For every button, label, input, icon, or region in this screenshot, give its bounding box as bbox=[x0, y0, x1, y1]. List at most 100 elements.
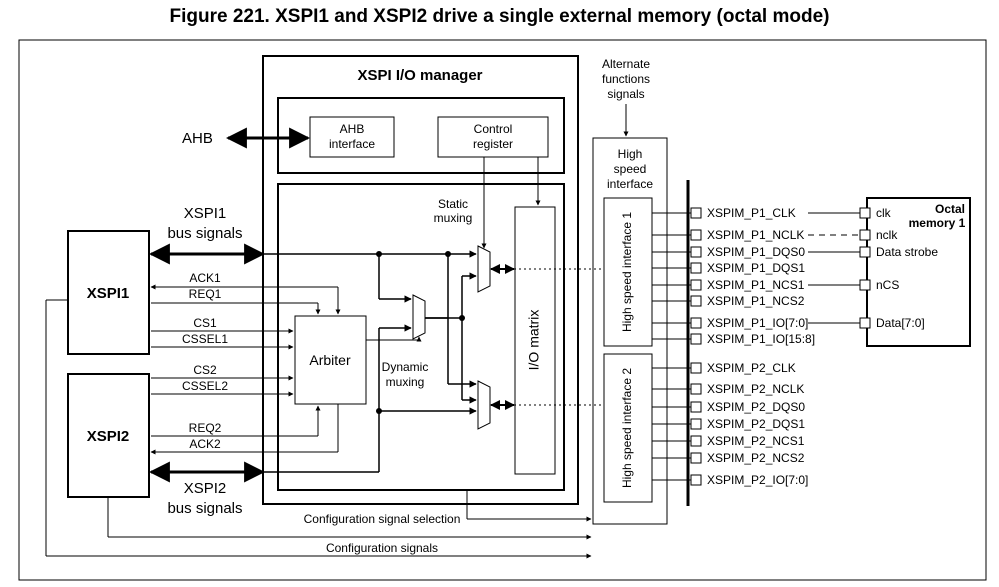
svg-text:interface: interface bbox=[329, 137, 375, 151]
svg-text:memory 1: memory 1 bbox=[909, 216, 966, 230]
ahb-label: AHB bbox=[182, 130, 213, 147]
svg-text:CSSEL1: CSSEL1 bbox=[182, 332, 228, 346]
svg-text:CSSEL2: CSSEL2 bbox=[182, 379, 228, 393]
memory-pin-pad bbox=[859, 246, 871, 258]
pin-pad bbox=[690, 383, 702, 395]
high-speed-interface-1: High speed interface 1 bbox=[603, 197, 653, 347]
io-matrix: I/O matrix bbox=[514, 206, 556, 475]
svg-text:Control: Control bbox=[474, 122, 513, 136]
static-mux-1 bbox=[477, 245, 491, 293]
outer-frame bbox=[18, 39, 987, 581]
static-muxing-label: Static bbox=[438, 197, 468, 211]
pin-label: XSPIM_P2_CLK bbox=[707, 361, 796, 375]
svg-text:I/O matrix: I/O matrix bbox=[526, 310, 542, 371]
dynamic-muxing-label: Dynamic bbox=[382, 360, 429, 374]
static-mux-2 bbox=[477, 380, 491, 430]
pin-label: XSPIM_P2_NCS2 bbox=[707, 451, 805, 465]
pin-label: XSPIM_P1_NCS1 bbox=[707, 278, 805, 292]
pin-label: XSPIM_P1_IO[7:0] bbox=[707, 316, 808, 330]
pin-label: XSPIM_P1_NCS2 bbox=[707, 294, 805, 308]
svg-text:ACK1: ACK1 bbox=[189, 271, 221, 285]
svg-text:CS2: CS2 bbox=[193, 363, 217, 377]
control-register: Control register bbox=[437, 116, 549, 158]
memory-pin-pad bbox=[859, 317, 871, 329]
svg-text:XSPI1: XSPI1 bbox=[87, 285, 130, 302]
svg-text:interface: interface bbox=[607, 177, 653, 191]
high-speed-interface-2: High speed interface 2 bbox=[603, 353, 653, 503]
svg-text:REQ2: REQ2 bbox=[189, 421, 222, 435]
svg-text:Alternate: Alternate bbox=[602, 57, 650, 71]
svg-text:ACK2: ACK2 bbox=[189, 437, 221, 451]
pin-label: XSPIM_P2_DQS0 bbox=[707, 400, 805, 414]
memory-pin-label: nclk bbox=[876, 228, 898, 242]
memory-pin-label: clk bbox=[876, 206, 892, 220]
pin-pad bbox=[690, 474, 702, 486]
pin-label: XSPIM_P1_CLK bbox=[707, 206, 796, 220]
octal-memory: Octal memory 1 bbox=[866, 197, 971, 347]
svg-text:register: register bbox=[473, 137, 513, 151]
dynamic-mux bbox=[412, 294, 426, 340]
svg-text:speed: speed bbox=[614, 162, 647, 176]
memory-pin-pad bbox=[859, 229, 871, 241]
pin-pad bbox=[690, 317, 702, 329]
svg-text:REQ1: REQ1 bbox=[189, 287, 222, 301]
svg-text:AHB: AHB bbox=[340, 122, 365, 136]
xspi2-bus-label: XSPI2 bbox=[184, 480, 227, 497]
svg-text:CS1: CS1 bbox=[193, 316, 217, 330]
pin-label: XSPIM_P2_NCS1 bbox=[707, 434, 805, 448]
arbiter: Arbiter bbox=[294, 315, 367, 405]
config-signals-label: Configuration signals bbox=[326, 541, 438, 555]
pin-pad bbox=[690, 279, 702, 291]
pin-label: XSPIM_P1_DQS0 bbox=[707, 245, 805, 259]
pin-label: XSPIM_P2_NCLK bbox=[707, 382, 804, 396]
svg-text:High speed interface 1: High speed interface 1 bbox=[620, 212, 634, 332]
pin-pad bbox=[690, 418, 702, 430]
svg-text:bus signals: bus signals bbox=[167, 225, 242, 242]
memory-pin-label: nCS bbox=[876, 278, 899, 292]
pin-label: XSPIM_P2_DQS1 bbox=[707, 417, 805, 431]
pin-label: XSPIM_P1_NCLK bbox=[707, 228, 804, 242]
pin-label: XSPIM_P1_IO[15:8] bbox=[707, 332, 815, 346]
alternate-functions-label: Alternate functions signals bbox=[602, 57, 650, 101]
svg-text:Octal: Octal bbox=[935, 202, 965, 216]
pin-pad bbox=[690, 262, 702, 274]
memory-pin-label: Data strobe bbox=[876, 245, 938, 259]
xspi1-bus-label: XSPI1 bbox=[184, 205, 227, 222]
svg-text:Arbiter: Arbiter bbox=[309, 352, 351, 368]
svg-text:XSPI2: XSPI2 bbox=[87, 428, 130, 445]
pin-pad bbox=[690, 295, 702, 307]
xspi2-signals: CS2 CSSEL2 REQ2 ACK2 bbox=[150, 363, 339, 455]
svg-text:functions: functions bbox=[602, 72, 650, 86]
pin-pad bbox=[690, 229, 702, 241]
memory-pin-pad bbox=[859, 279, 871, 291]
pin-pad bbox=[690, 246, 702, 258]
pin-label: XSPIM_P2_IO[7:0] bbox=[707, 473, 808, 487]
memory-pin-pad bbox=[859, 207, 871, 219]
svg-text:bus signals: bus signals bbox=[167, 500, 242, 517]
memory-pin-label: Data[7:0] bbox=[876, 316, 925, 330]
pin-pad bbox=[690, 452, 702, 464]
pin-pad bbox=[690, 401, 702, 413]
svg-text:High speed interface 2: High speed interface 2 bbox=[620, 368, 634, 488]
xspi1-block: XSPI1 bbox=[67, 230, 150, 355]
pin-pad bbox=[690, 207, 702, 219]
svg-text:muxing: muxing bbox=[434, 211, 473, 225]
pin-pad bbox=[690, 362, 702, 374]
ahb-interface: AHB interface bbox=[309, 116, 395, 158]
pin-pad bbox=[690, 333, 702, 345]
config-signal-selection-label: Configuration signal selection bbox=[304, 512, 461, 526]
pin-label: XSPIM_P1_DQS1 bbox=[707, 261, 805, 275]
port1-pins: XSPIM_P1_CLK XSPIM_P1_NCLK XSPIM_P1_DQS0XS… bbox=[652, 206, 815, 346]
pin-pad bbox=[690, 435, 702, 447]
xspi1-signals: ACK1 REQ1 CS1 CSSEL1 bbox=[150, 271, 341, 350]
svg-text:signals: signals bbox=[607, 87, 644, 101]
port2-pins: XSPIM_P2_CLK XSPIM_P2_NCLK XSPIM_P2_DQS0XS… bbox=[652, 361, 808, 487]
figure-title: Figure 221. XSPI1 and XSPI2 drive a sing… bbox=[169, 6, 830, 27]
manager-title: XSPI I/O manager bbox=[357, 67, 482, 84]
svg-text:High: High bbox=[618, 147, 643, 161]
xspi2-block: XSPI2 bbox=[67, 373, 150, 498]
svg-text:muxing: muxing bbox=[386, 375, 425, 389]
